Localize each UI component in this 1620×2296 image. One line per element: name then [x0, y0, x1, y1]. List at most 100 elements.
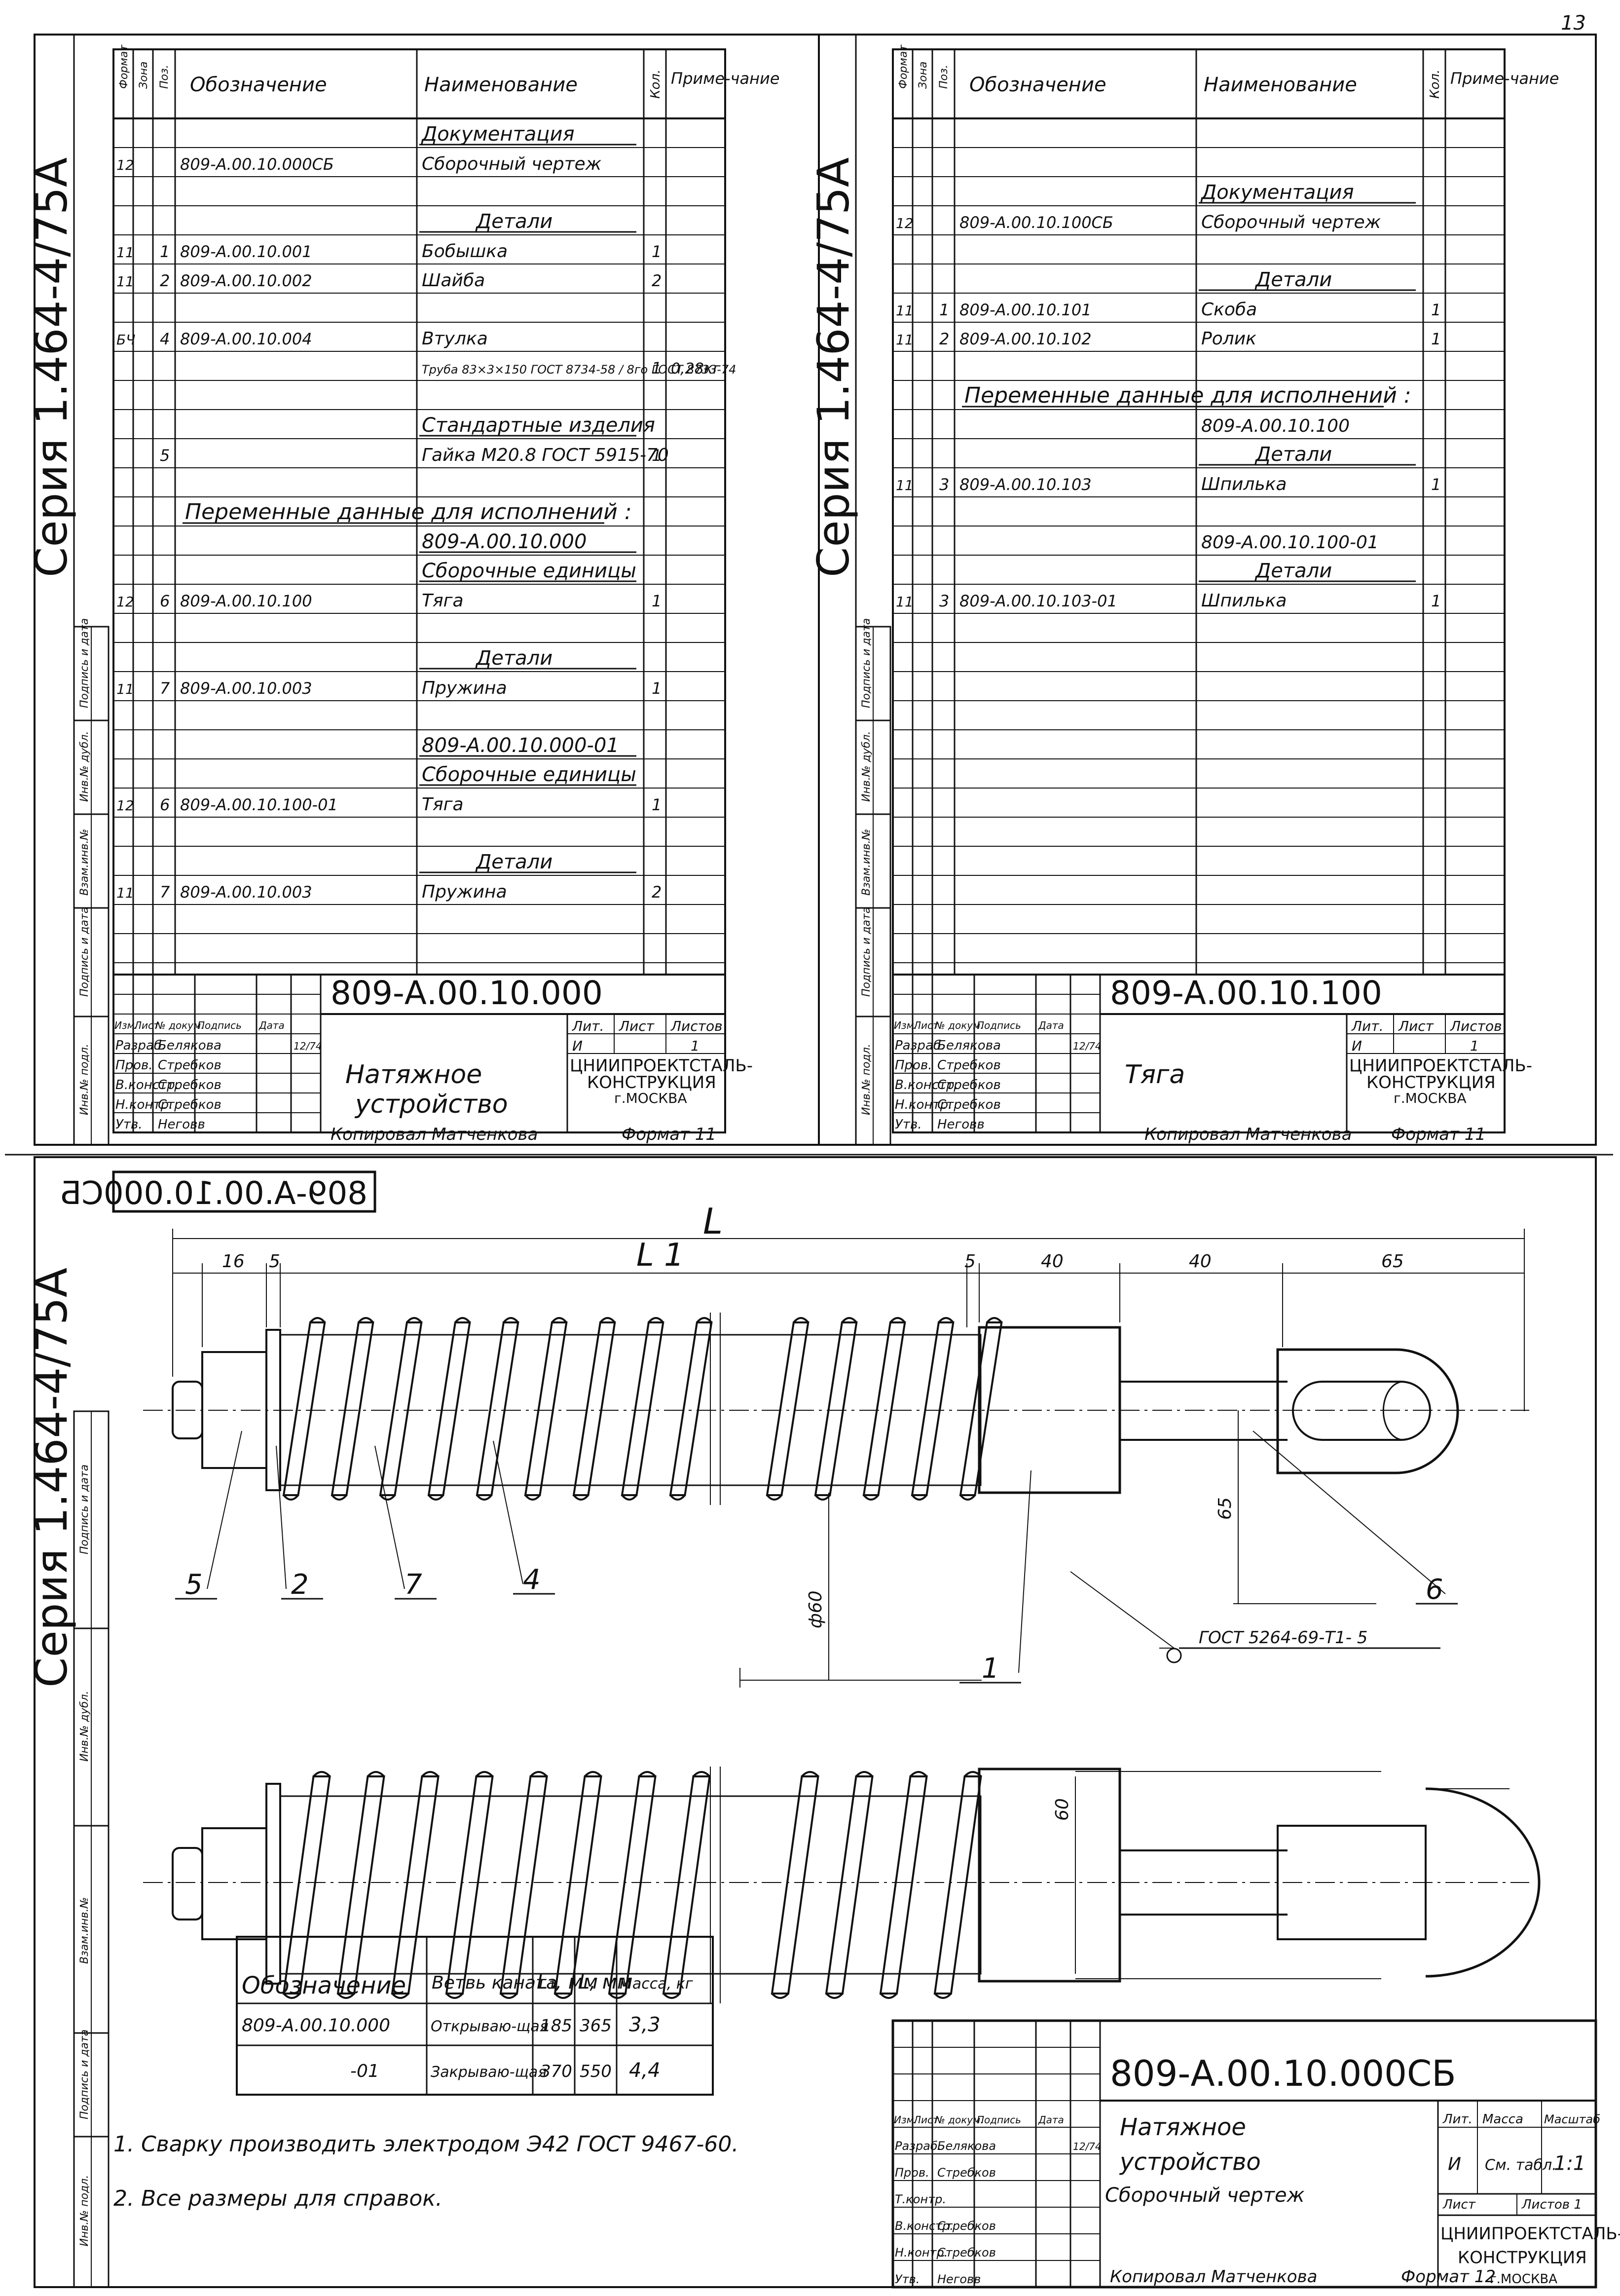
format-right: Формат 11	[1391, 1125, 1486, 1144]
spring-coil	[572, 1321, 616, 1496]
stamp-lit-header: Лит.	[572, 1018, 604, 1034]
spring-coil-bottom	[573, 1494, 589, 1501]
cell-format: 11	[116, 273, 134, 290]
main-stamp-role: Утв.	[895, 2272, 920, 2286]
stamp-role: В.констр.	[115, 1078, 179, 1092]
stamp-sheets: 1	[1470, 1038, 1479, 1054]
side-strip-label: Инв.№ дубл.	[78, 1691, 91, 1762]
cell-qty: 1	[652, 795, 662, 814]
cell-designation: 809-А.00.10.000СБ	[180, 155, 334, 174]
table-row: Детали	[419, 210, 636, 233]
cell-pos: 7	[160, 679, 170, 698]
header-name: Наименование	[1204, 74, 1357, 96]
cell-qty: 1	[652, 359, 662, 377]
table-row: Документация	[419, 123, 636, 146]
spring-coil-bottom	[524, 1494, 541, 1501]
side-strip-label: Подпись и дата	[860, 618, 873, 708]
stamp-date: 12/74	[294, 1040, 322, 1052]
spring-coil-bottom	[934, 1993, 952, 1999]
stamp-title-line2: устройство	[354, 1090, 508, 1119]
cell-designation: 809-А.00.10.101	[959, 301, 1092, 319]
note-2: 2. Все размеры для справок.	[113, 2186, 442, 2211]
cell-pos: 6	[160, 795, 170, 814]
table-row: Стандартные изделия	[419, 414, 655, 437]
table-row: Сборочные единицы	[419, 560, 636, 582]
main-stamp-sheets: Листов 1	[1521, 2197, 1582, 2212]
stamp-name: Стребков	[937, 1097, 1001, 1112]
cell-name: Шпилька	[1201, 474, 1287, 494]
cell-name: Сборочный чертеж	[1201, 212, 1381, 232]
main-stamp-lit: И	[1448, 2154, 1461, 2174]
spring-coil-top	[421, 1771, 439, 1777]
stamp-header-label: Дата	[258, 1019, 285, 1031]
cell-name: Сборочный чертеж	[422, 154, 602, 174]
main-stamp-scale-header: Масштаб	[1544, 2112, 1600, 2126]
stamp-sheets: 1	[691, 1038, 700, 1054]
format-left: Формат 11	[622, 1125, 716, 1144]
spring-coil-bottom	[621, 1494, 637, 1501]
table-row: Детали	[1199, 443, 1416, 466]
cell-designation: 809-А.00.10.003	[180, 679, 312, 698]
main-stamp-role: Т.контр.	[895, 2192, 946, 2206]
main-stamp-mass-header: Масса	[1482, 2112, 1523, 2127]
copied-by-right: Копировал Матченкова	[1144, 1125, 1352, 1144]
spring-coil-bottom	[766, 1494, 782, 1501]
cell-name: Бобышка	[422, 241, 508, 262]
cell-format: 11	[896, 594, 914, 610]
cell-name: 809-А.00.10.000	[422, 530, 587, 553]
spring-coil-bottom	[669, 1494, 686, 1501]
main-stamp-city: г.МОСКВА	[1490, 2272, 1557, 2287]
spring-coil-top	[476, 1771, 493, 1777]
spring-coil	[862, 1321, 906, 1496]
cell-name: 809-А.00.10.100-01	[1201, 532, 1379, 553]
spring-coil-top	[889, 1317, 906, 1323]
cell-name: Тяга	[422, 794, 464, 815]
stamp-code: 809-А.00.10.000	[331, 974, 603, 1012]
cell-pos: 6	[160, 592, 170, 610]
stamp-title-line1: Тяга	[1125, 1060, 1185, 1090]
header-designation: Обозначение	[190, 74, 327, 96]
spring-coil	[669, 1321, 713, 1496]
dimension-labels: L L 1 16 5 5 40 40 65 65 60 ф60	[222, 1201, 1404, 1821]
cell-pos: 7	[160, 883, 170, 902]
main-stamp-role: Н.контр.	[895, 2246, 948, 2259]
cell-designation: 809-А.00.10.100СБ	[959, 213, 1113, 232]
cell-pos: 3	[939, 592, 949, 610]
dim-60: 60	[1052, 1798, 1072, 1821]
spring-coil-top	[599, 1317, 616, 1323]
cell-name: 809-А.00.10.100	[1201, 416, 1350, 436]
cell-pos: 2	[160, 271, 170, 290]
main-stamp-header-label: Лист	[913, 2114, 939, 2126]
spring-coils	[282, 1317, 1003, 1501]
copied-by-left: Копировал Матченкова	[331, 1125, 538, 1144]
stamp-city: г.МОСКВА	[614, 1090, 687, 1106]
spring-coil-bottom	[337, 1993, 355, 1999]
table-row: Детали	[419, 647, 636, 670]
spring-coil-top	[367, 1771, 385, 1777]
cell-name: Ролик	[1201, 329, 1256, 349]
side-strip-label: Взам.инв.№	[78, 829, 91, 896]
stamp-lit: И	[572, 1038, 583, 1054]
stamp-header-label: № докум.	[155, 1019, 204, 1031]
main-stamp-title-2: устройство	[1119, 2148, 1261, 2176]
spring-coil-bottom	[825, 1993, 844, 1999]
callout-1: 1	[982, 1653, 999, 1685]
assembly-drawing	[112, 1170, 1541, 2003]
weld-note: ГОСТ 5264-69-Т1- 5	[1199, 1628, 1367, 1648]
header-note: Приме-чание	[1450, 69, 1559, 88]
cell-format: 11	[896, 477, 914, 493]
spring-coil-bottom	[554, 1993, 572, 1999]
cell-format: 11	[116, 244, 134, 261]
cell-designation: 809-А.00.10.102	[959, 330, 1092, 348]
stamp-org-2: КОНСТРУКЦИЯ	[587, 1073, 716, 1092]
spring-coil-top	[584, 1771, 602, 1777]
spring-coil-bottom	[500, 1993, 518, 1999]
main-stamp-name: Белякова	[937, 2139, 996, 2153]
